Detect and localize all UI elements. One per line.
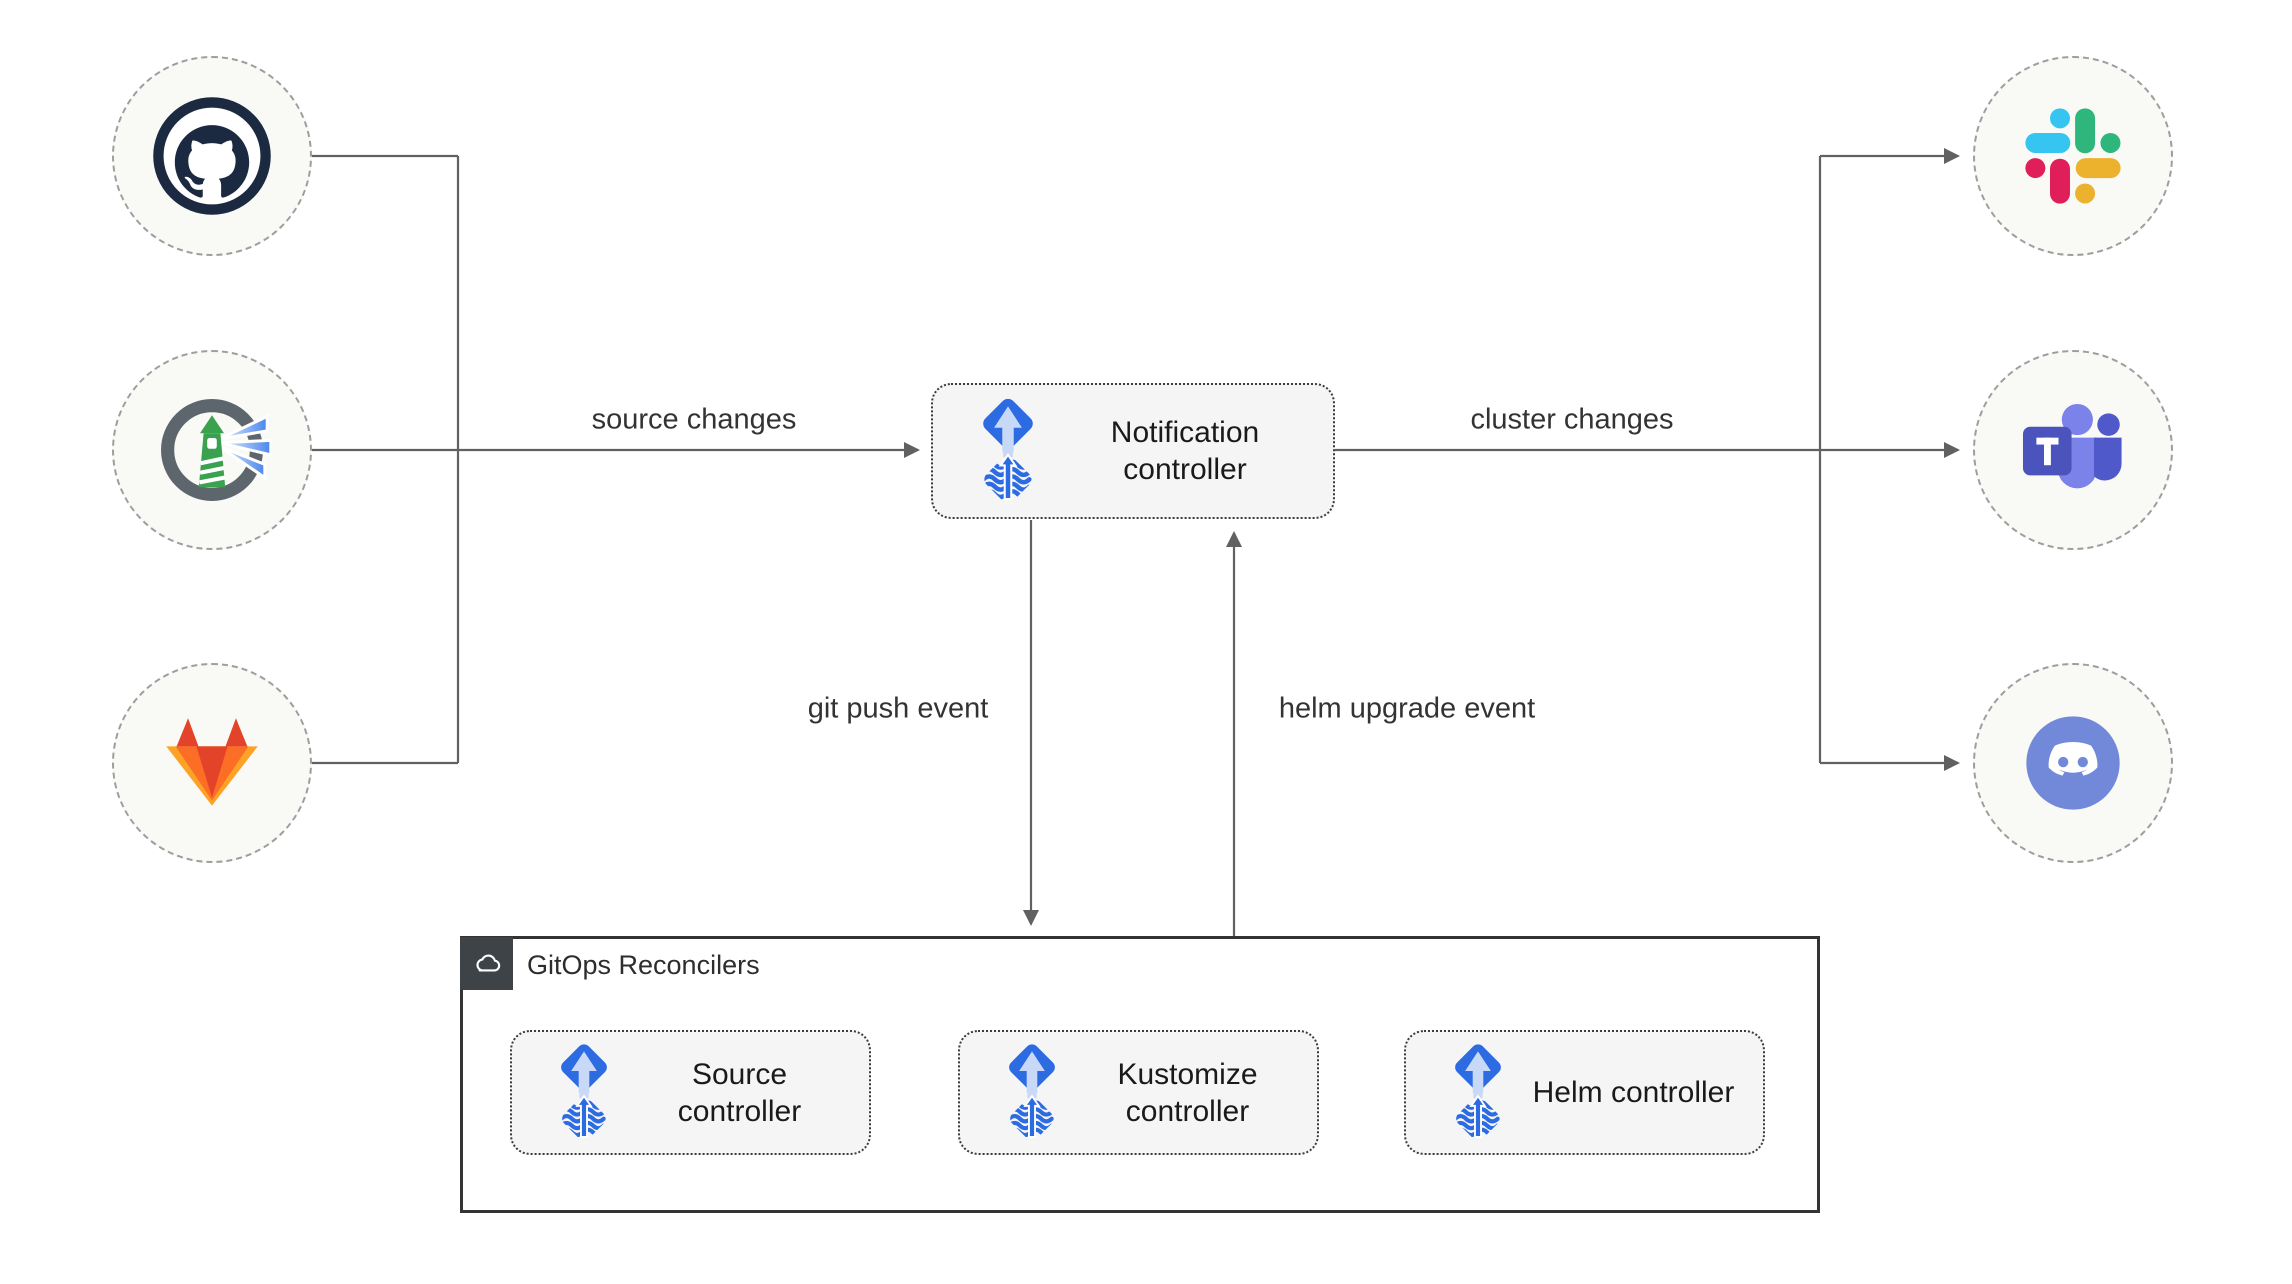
gitlab-icon (160, 715, 264, 811)
node-kustomize-controller: Kustomize controller (958, 1030, 1319, 1155)
github-icon (153, 97, 271, 215)
gitops-reconcilers-badge (460, 937, 513, 990)
node-helm-controller: Helm controller (1404, 1030, 1765, 1155)
gitops-reconcilers-title: GitOps Reconcilers (527, 950, 760, 980)
harbor-icon (152, 390, 272, 510)
helm-controller-label: Helm controller (1532, 1076, 1735, 1109)
cloud-icon (470, 947, 504, 981)
node-harbor (112, 350, 312, 550)
source-controller-label: Source controller (677, 1057, 802, 1128)
node-notification-controller: Notification controller (931, 383, 1335, 519)
kustomize-controller-label: Kustomize controller (1117, 1057, 1258, 1128)
node-teams (1973, 350, 2173, 550)
node-source-controller: Source controller (510, 1030, 871, 1155)
flux-icon (994, 1040, 1070, 1146)
flux-icon (1440, 1040, 1516, 1146)
flux-icon (546, 1040, 622, 1146)
node-discord (1973, 663, 2173, 863)
node-slack (1973, 56, 2173, 256)
flux-icon (967, 394, 1049, 509)
gitops-reconcilers-group: GitOps Reconcilers Source controller Kus… (460, 936, 1820, 1213)
node-gitlab (112, 663, 312, 863)
edge-label-helm-upgrade-event: helm upgrade event (1278, 692, 1536, 725)
slack-icon (2025, 108, 2121, 204)
node-github (112, 56, 312, 256)
microsoft-teams-icon (2015, 399, 2131, 501)
edge-label-cluster-changes: cluster changes (1470, 403, 1674, 436)
discord-icon (2017, 707, 2129, 819)
edge-label-git-push-event: git push event (807, 692, 989, 725)
notification-controller-label: Notification controller (1110, 416, 1260, 486)
edge-label-source-changes: source changes (591, 403, 797, 436)
